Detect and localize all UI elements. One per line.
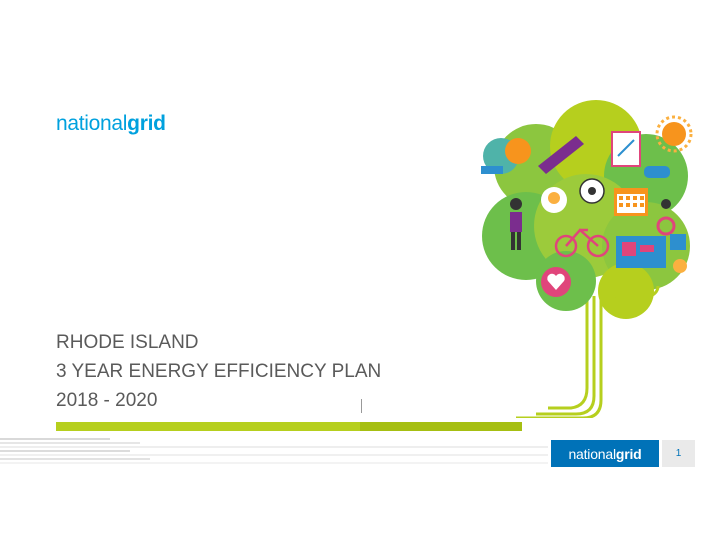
car-icon: [644, 166, 670, 178]
sun-icon: [655, 115, 693, 153]
wheelchair-icon: [656, 199, 676, 236]
accent-bar-segment: [360, 422, 522, 431]
lightbulb-icon: [541, 187, 567, 213]
calendar-icon: [614, 188, 648, 216]
title-line-1: RHODE ISLAND: [56, 332, 199, 353]
soccer-ball-icon: [579, 178, 605, 204]
divider-tick: [361, 399, 362, 413]
bicycle-icon: [554, 228, 610, 258]
footer-logo-bold: grid: [615, 445, 642, 462]
calculator-icon: [670, 234, 687, 273]
page-number: 1: [662, 440, 695, 467]
title-line-3: 2018 - 2020: [56, 390, 158, 411]
logo-text-light: national: [56, 112, 128, 135]
title-line-2: 3 YEAR ENERGY EFFICIENCY PLAN: [56, 361, 382, 382]
brain-icon: [505, 138, 531, 164]
logo-text-bold: grid: [127, 112, 166, 135]
accent-bar: [56, 422, 522, 431]
heart-icon: [541, 267, 571, 297]
footer-logo-light: national: [568, 445, 616, 462]
title-block: RHODE ISLAND 3 YEAR ENERGY EFFICIENCY PL…: [56, 328, 381, 415]
slide-icon: [538, 136, 584, 174]
laptop-icon: [616, 236, 666, 268]
energy-tree-illustration: [481, 100, 693, 418]
person-icon: [510, 198, 522, 250]
national-grid-logo: nationalgrid: [56, 112, 166, 136]
